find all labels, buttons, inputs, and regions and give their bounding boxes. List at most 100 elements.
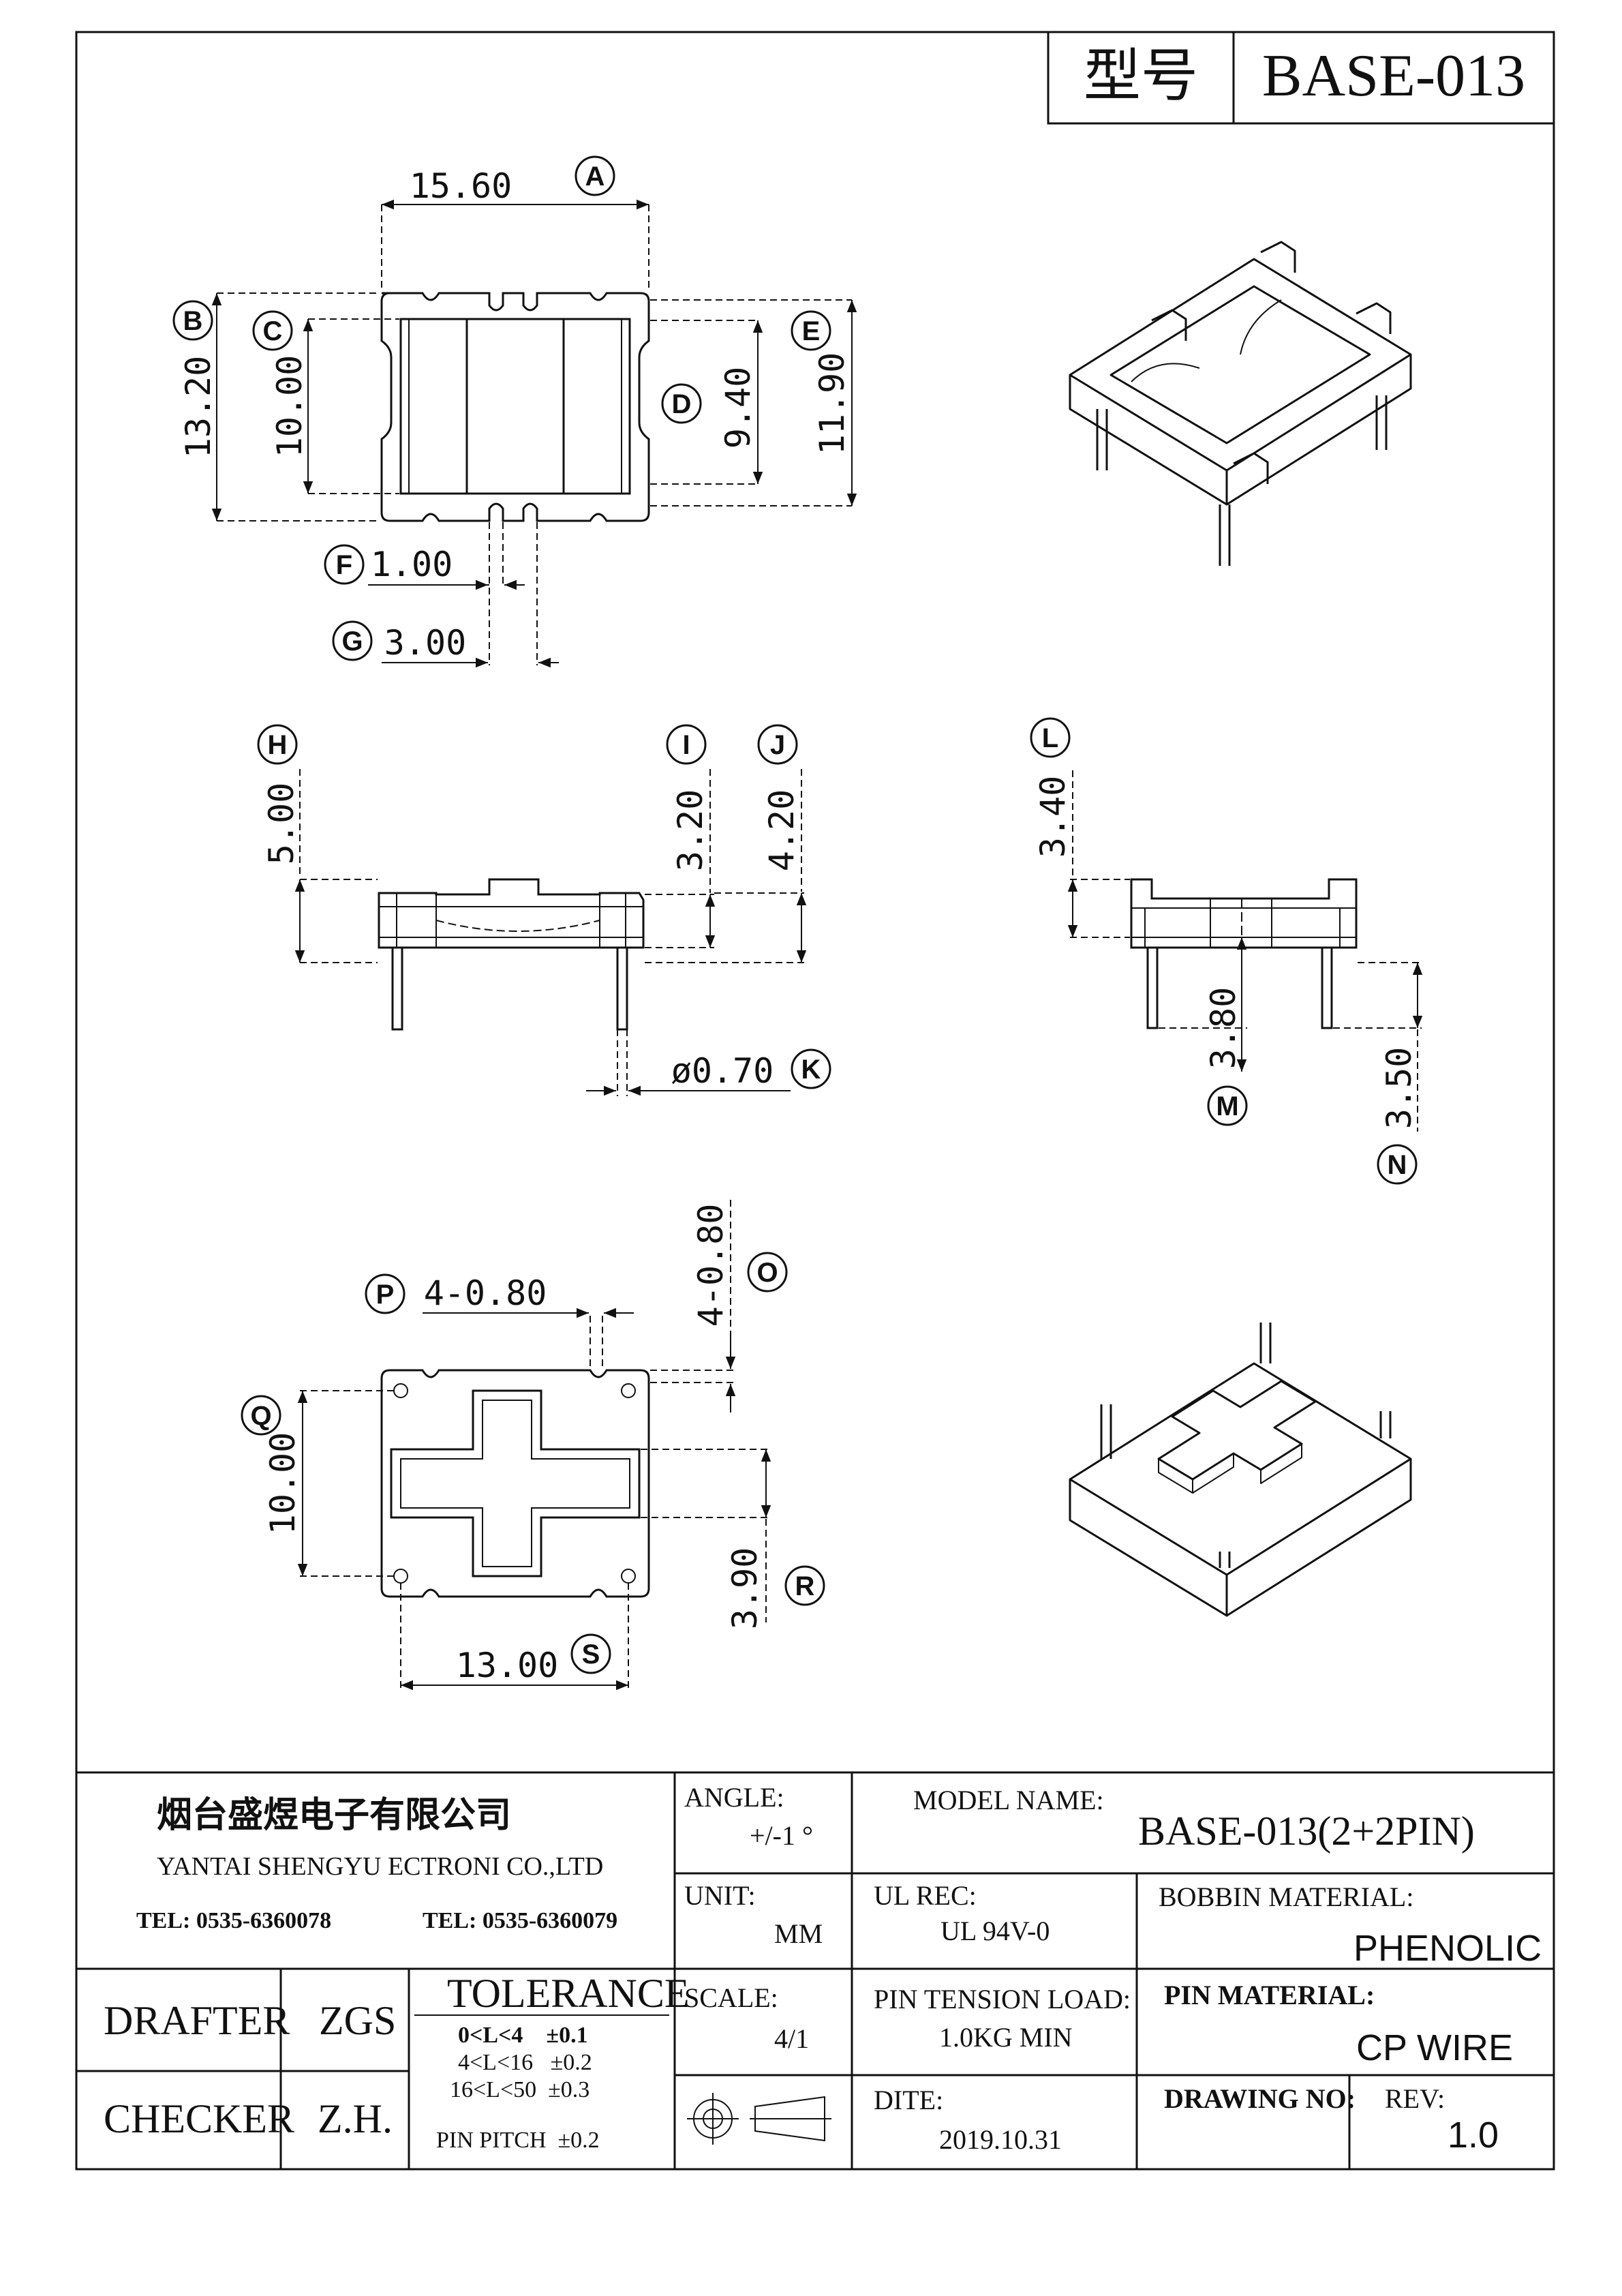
view-bottom <box>380 1369 650 1598</box>
bubble-h-label: H <box>268 730 288 760</box>
bubble-q-label: Q <box>250 1401 271 1431</box>
date-value: 2019.10.31 <box>939 2124 1062 2155</box>
dim-I: 3.20 <box>671 789 710 871</box>
bubble-e-label: E <box>802 316 821 346</box>
dim-C: 10.00 <box>270 355 309 458</box>
bubble-g-label: G <box>341 626 363 656</box>
bubble-c-label: C <box>263 316 283 346</box>
view-bottom-dim-text: 4-0.80 4-0.80 10.00 3.90 13.00 <box>263 1204 765 1685</box>
bubble-d-label: D <box>672 389 692 419</box>
dim-R: 3.90 <box>725 1547 765 1629</box>
angle-value: +/-1 ° <box>750 1820 813 1851</box>
bobbin-material-label: BOBBIN MATERIAL: <box>1159 1882 1413 1912</box>
model-name-value: BASE-013(2+2PIN) <box>1138 1809 1475 1854</box>
bubble-l-circle <box>1030 717 1071 758</box>
drawing-no-label: DRAWING NO: <box>1164 2083 1356 2114</box>
bubble-f-circle <box>324 544 365 585</box>
dim-E: 11.90 <box>812 352 852 455</box>
checker-value: Z.H. <box>318 2096 393 2141</box>
dim-L: 3.40 <box>1033 776 1073 858</box>
dim-N: 3.50 <box>1379 1047 1419 1129</box>
pin-material-label: PIN MATERIAL: <box>1164 1980 1375 2010</box>
view-top-dim-text: 15.60 13.20 10.00 9.40 11.90 1.00 3.00 <box>179 166 852 663</box>
model-name-label: MODEL NAME: <box>913 1785 1104 1815</box>
bubble-n-label: N <box>1388 1150 1407 1180</box>
bubble-p-label: P <box>376 1280 395 1310</box>
tolerance-row-2: 4<L<16 ±0.2 <box>458 2050 592 2075</box>
projection-symbol-icon <box>687 2093 831 2145</box>
bubble-p-circle <box>365 1273 406 1314</box>
dim-J: 4.20 <box>762 789 801 871</box>
bubble-o-circle <box>747 1252 788 1293</box>
view-top-dims <box>211 199 857 668</box>
bubble-a-circle <box>575 155 615 196</box>
bubble-r-label: R <box>795 1571 815 1601</box>
checker-label: CHECKER <box>104 2096 294 2141</box>
dim-P: 4-0.80 <box>424 1273 547 1313</box>
bubble-f-label: F <box>336 550 352 580</box>
pin-tension-value: 1.0KG MIN <box>939 2022 1073 2053</box>
scale-label: SCALE: <box>684 1982 778 2013</box>
pin-pitch: PIN PITCH ±0.2 <box>436 2128 600 2153</box>
unit-value: MM <box>774 1918 823 1949</box>
bubble-b-circle <box>172 300 213 341</box>
bubble-c-circle <box>252 310 293 351</box>
tolerance-row-1: 0<L<4 ±0.1 <box>458 2023 588 2048</box>
dim-B: 13.20 <box>179 356 218 459</box>
company-name-cn: 烟台盛煜电子有限公司 <box>157 1795 511 1836</box>
bubble-d-circle <box>661 383 702 424</box>
model-label-cn: 型号 <box>1084 45 1198 108</box>
view-top <box>380 292 650 522</box>
iso-view-bottom <box>1069 1323 1412 1617</box>
dim-K: ø0.70 <box>671 1051 774 1091</box>
view-front-dim-text: 5.00 3.20 4.20 ø0.70 <box>262 783 801 1091</box>
dim-H: 5.00 <box>262 783 301 864</box>
tel-2: TEL: 0535-6360079 <box>423 1908 617 1933</box>
view-side <box>1130 878 1358 1029</box>
dim-S: 13.00 <box>456 1646 559 1685</box>
bubble-m-circle <box>1207 1085 1248 1126</box>
drafter-value: ZGS <box>319 1998 396 2043</box>
bubble-j-label: J <box>770 730 785 760</box>
bubble-k-circle <box>791 1048 831 1089</box>
bubble-s-circle <box>570 1633 611 1674</box>
company-name-en: YANTAI SHENGYU ECTRONI CO.,LTD <box>157 1852 603 1881</box>
tolerance-row-3: 16<L<50 ±0.3 <box>450 2077 590 2102</box>
view-side-dims <box>1067 770 1423 1132</box>
view-front <box>378 878 645 1031</box>
dim-A: 15.60 <box>410 166 512 206</box>
bubble-g-circle <box>332 620 373 661</box>
iso-view-top <box>1069 241 1412 566</box>
dim-G: 3.00 <box>384 623 466 663</box>
bubble-b-label: B <box>183 306 203 336</box>
bubble-k-label: K <box>801 1055 821 1085</box>
view-side-dim-text: 3.40 3.80 3.50 <box>1033 776 1419 1129</box>
bubble-i-label: I <box>682 730 690 760</box>
ul-rec-value: UL 94V-0 <box>940 1916 1050 1946</box>
dim-M: 3.80 <box>1204 987 1243 1069</box>
bubble-o-label: O <box>756 1258 778 1288</box>
drafter-label: DRAFTER <box>104 1998 290 2043</box>
title-block <box>76 1771 1554 2169</box>
bubble-s-label: S <box>582 1640 600 1670</box>
ul-rec-label: UL REC: <box>874 1880 977 1911</box>
bubble-n-circle <box>1377 1144 1418 1185</box>
bubble-m-label: M <box>1216 1091 1238 1121</box>
bubble-q-circle <box>241 1395 281 1436</box>
dim-Q: 10.00 <box>263 1432 303 1535</box>
view-front-dims <box>294 769 807 1096</box>
unit-label: UNIT: <box>684 1880 756 1911</box>
dim-O: 4-0.80 <box>691 1204 731 1327</box>
bobbin-material-value: PHENOLIC <box>1353 1928 1542 1969</box>
bubble-h-circle <box>257 724 298 765</box>
rev-value: 1.0 <box>1448 2115 1499 2156</box>
bubble-r-circle <box>784 1565 825 1606</box>
title-block-text: 烟台盛煜电子有限公司 YANTAI SHENGYU ECTRONI CO.,LT… <box>104 1782 1542 2156</box>
bubble-i-circle <box>666 724 707 765</box>
view-bottom-dims <box>297 1200 771 1691</box>
bubble-e-circle <box>791 310 831 351</box>
rev-label: REV: <box>1385 2083 1445 2114</box>
bubble-a-label: A <box>585 162 605 192</box>
